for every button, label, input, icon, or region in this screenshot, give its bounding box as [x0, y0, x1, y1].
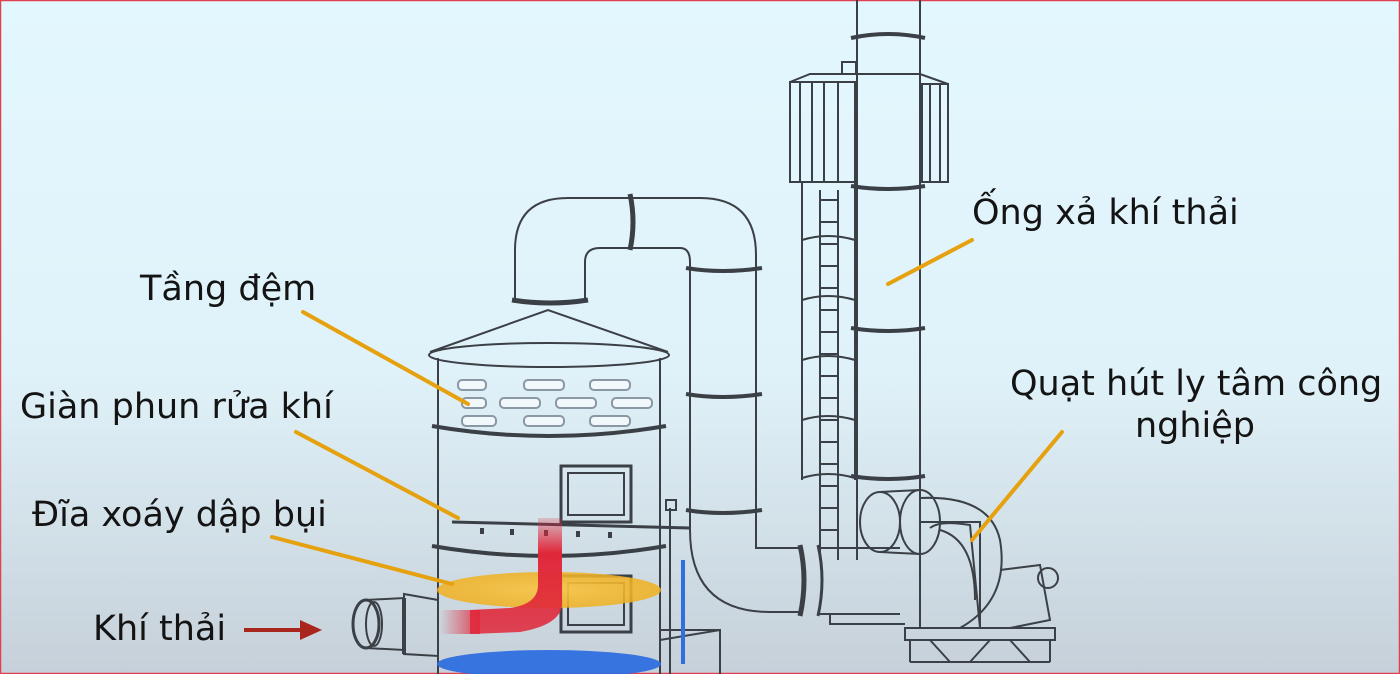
label-fan-line2: nghiệp — [1134, 406, 1256, 446]
leader-spray-rack — [294, 430, 460, 520]
label-exhaust-gas: Khí thải — [93, 609, 227, 649]
connecting-duct — [511, 193, 900, 617]
leader-packing-layer — [301, 310, 470, 406]
inlet-duct — [351, 592, 439, 658]
label-centrifugal-fan: Quạt hút ly tâm công nghiệp — [1010, 363, 1383, 447]
label-fan-line1: Quạt hút ly tâm công — [1010, 364, 1383, 404]
gas-flow-tail — [440, 610, 480, 634]
label-swirl-disc: Đĩa xoáy dập bụi — [32, 495, 327, 535]
water-pool — [437, 650, 661, 674]
centrifugal-fan — [829, 489, 1059, 663]
leader-lines — [270, 238, 1064, 586]
equipment-drawing — [351, 0, 1059, 674]
leader-swirl-disc — [270, 535, 454, 586]
arrow-icon — [244, 620, 322, 640]
leader-fan — [970, 430, 1064, 542]
packing-windows — [457, 379, 653, 427]
gas-flow-rise — [470, 518, 562, 634]
leader-exhaust-stack — [886, 238, 974, 286]
label-packing-layer: Tầng đệm — [140, 269, 317, 309]
exhaust-stack — [789, 0, 949, 560]
label-exhaust-stack: Ống xả khí thải — [972, 193, 1239, 233]
label-spray-rack: Giàn phun rửa khí — [20, 387, 333, 427]
